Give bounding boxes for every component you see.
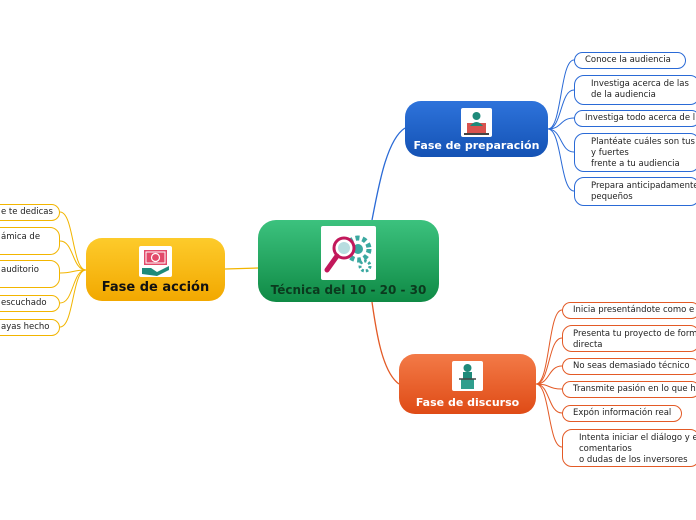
prep-item-3[interactable]: Investiga todo acerca de l: [574, 110, 696, 127]
money-hand-icon: [139, 246, 172, 277]
speech-item-2[interactable]: Presenta tu proyecto de form directa: [562, 325, 696, 352]
branch-speech[interactable]: Fase de discurso: [399, 354, 536, 414]
branch-preparation[interactable]: Fase de preparación: [405, 101, 548, 157]
action-item-5[interactable]: ayas hecho: [0, 319, 60, 336]
speech-item-1[interactable]: Inicia presentándote como e: [562, 302, 696, 319]
action-item-4[interactable]: escuchado: [0, 295, 60, 312]
action-item-2[interactable]: ámica de: [0, 227, 60, 255]
speech-item-6[interactable]: Intenta iniciar el diálogo y e comentari…: [562, 429, 696, 467]
presenter-icon: [461, 108, 492, 137]
branch-action-title: Fase de acción: [101, 280, 210, 295]
branch-preparation-title: Fase de preparación: [413, 139, 540, 152]
central-topic-title: Técnica del 10 - 20 - 30: [270, 283, 427, 297]
prep-item-1[interactable]: Conoce la audiencia: [574, 52, 686, 69]
branch-speech-title: Fase de discurso: [415, 396, 520, 409]
action-item-1[interactable]: e te dedicas: [0, 204, 60, 221]
central-topic[interactable]: Técnica del 10 - 20 - 30: [258, 220, 439, 302]
magnifier-gears-icon: [321, 226, 376, 280]
speech-item-3[interactable]: No seas demasiado técnico: [562, 358, 696, 375]
speech-item-4[interactable]: Transmite pasión en lo que h: [562, 381, 696, 398]
action-item-3[interactable]: auditorio: [0, 260, 60, 288]
speaker-podium-icon: [452, 361, 483, 391]
prep-item-2[interactable]: Investiga acerca de las de la audiencia: [574, 75, 696, 105]
branch-action[interactable]: Fase de acción: [86, 238, 225, 301]
speech-item-5[interactable]: Expón información real: [562, 405, 682, 422]
prep-item-4[interactable]: Plantéate cuáles son tus y fuertes frent…: [574, 133, 696, 172]
prep-item-5[interactable]: Prepara anticipadamente pequeños: [574, 177, 696, 206]
